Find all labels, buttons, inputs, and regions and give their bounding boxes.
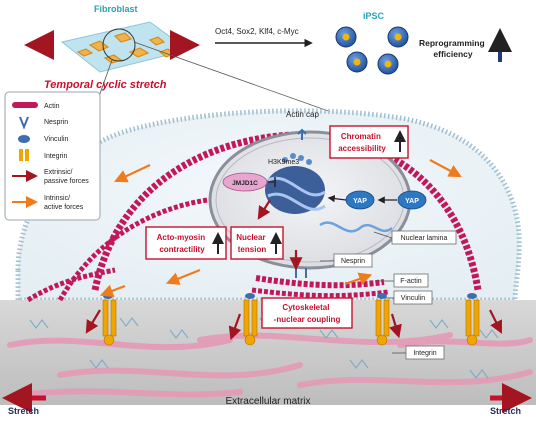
ipsc-panel: iPSC Reprogramming efficiency — [335, 11, 512, 75]
actin-icon — [12, 102, 38, 108]
yap-outer-label: YAP — [405, 198, 419, 205]
actomyosin-contractility-box: Acto-myosin contractility — [145, 226, 227, 260]
svg-text:Chromatin accessibility: Chromatin accessibility — [338, 132, 386, 153]
integrin-label: Integrin — [413, 350, 436, 357]
yap-outer: YAP — [397, 190, 427, 210]
yap-inner-label: YAP — [353, 198, 367, 205]
legend-label: Extrinsic/ passive forces — [44, 169, 89, 185]
nuclear-lamina-label-group: Nuclear lamina — [373, 230, 457, 245]
svg-text:Acto-myosin contractilit: Acto-myosin contractility — [157, 233, 208, 254]
f-actin-label: F-actin — [400, 278, 422, 285]
h3k9me3-label: H3K9me3 — [268, 159, 299, 166]
legend-label: Actin — [44, 103, 60, 110]
coupling-box: Cytoskeletal -nuclear coupling — [261, 297, 353, 329]
integrin-label-group: Integrin — [392, 345, 445, 360]
svg-text:Cytoskeletal -nuclear co: Cytoskeletal -nuclear coupling — [274, 303, 341, 324]
jmjd1c-label: JMJD1C — [232, 180, 258, 187]
integrin-icon — [19, 149, 29, 161]
fibroblast-label: Fibroblast — [94, 4, 138, 14]
intrinsic-force-arrows — [99, 159, 462, 298]
nesprin-label-group: Nesprin — [320, 253, 373, 268]
stretch-left-label: Stretch — [8, 406, 39, 416]
vinculin-label: Vinculin — [401, 295, 425, 302]
nesprin-label: Nesprin — [341, 258, 365, 265]
f-actin-label-group: F-actin — [378, 273, 429, 288]
reprogramming-efficiency-label: Reprogramming efficiency — [419, 38, 487, 59]
stretch-right-label: Stretch — [490, 406, 521, 416]
svg-text:Nuclear tension: Nuclear tension — [236, 233, 268, 254]
reprogramming-arrow: Oct4, Sox2, Klf4, c-Myc — [215, 27, 313, 48]
nuclear-lamina-label: Nuclear lamina — [401, 235, 448, 242]
f-actin-bundle — [251, 287, 389, 299]
focal-adhesion — [102, 293, 480, 346]
legend-label: Nesprin — [44, 119, 68, 126]
legend: Actin Nesprin Vinculin Integrin Extrinsi… — [4, 91, 101, 221]
stretch-membrane — [60, 21, 190, 73]
actin-fiber — [57, 195, 231, 302]
actin-cap-label-group: Actin cap — [286, 110, 319, 119]
legend-box — [4, 91, 101, 221]
legend-label: Intrinsic/ active forces — [44, 195, 84, 211]
temporal-stretch-title: Temporal cyclic stretch — [44, 79, 167, 91]
yap-chromatin-arrow — [327, 195, 347, 203]
yap-inner: YAP — [345, 190, 375, 210]
nesprin-icon — [19, 116, 29, 130]
stretch-left: Stretch — [1, 383, 46, 416]
actin-cap-label: Actin cap — [286, 110, 319, 119]
zoom-circle — [102, 28, 136, 62]
f-actin-bundle — [255, 275, 385, 289]
actin-fiber — [26, 267, 116, 303]
vinculin-icon — [18, 135, 30, 143]
factors-label: Oct4, Sox2, Klf4, c-Myc — [215, 27, 299, 36]
fibroblast-panel: Fibroblast Temporal cyclic stretch — [23, 4, 200, 91]
chromatin-accessibility-box: Chromatin accessibility — [329, 125, 409, 159]
jmjd1c-protein: JMJD1C — [222, 172, 276, 192]
legend-label: Vinculin — [44, 136, 68, 143]
legend-label: Integrin — [44, 153, 67, 160]
stretch-right: Stretch — [490, 383, 532, 416]
nuclear-tension-box: Nuclear tension — [230, 226, 284, 260]
ipsc-label: iPSC — [363, 11, 385, 21]
ecm-label: Extracellular matrix — [225, 396, 310, 407]
extrinsic-force-arrows — [85, 199, 502, 341]
